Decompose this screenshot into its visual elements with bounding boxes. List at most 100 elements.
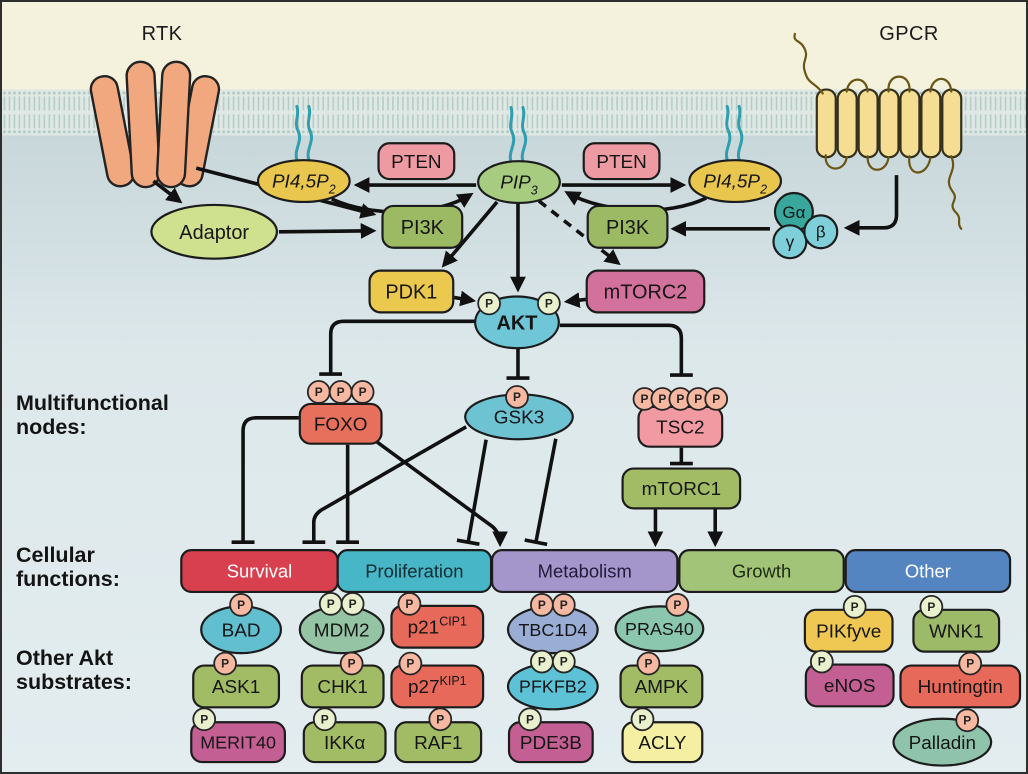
- phosphate-label: P: [644, 657, 652, 671]
- node-enos-label: eNOS: [824, 676, 876, 697]
- gpcr-helix: [836, 88, 858, 159]
- function-proliferation: Proliferation: [336, 549, 493, 594]
- node-pten-left-label: PTEN: [391, 152, 441, 173]
- phosphate-icon: [665, 593, 690, 617]
- node-ikk-alpha-shape: [302, 721, 387, 764]
- node-mtorc2: mTORC2: [585, 269, 706, 314]
- node-tsc2-label: TSC2: [656, 417, 704, 438]
- node-pten-right-shape: [582, 142, 661, 181]
- node-pip3-shape: [477, 160, 561, 205]
- node-pip3-label: PIP3: [500, 173, 538, 198]
- gpcr-loop: [908, 155, 932, 174]
- phosphate-icon: [537, 291, 561, 316]
- phosphate-icon: [477, 291, 501, 316]
- node-pfkfb2-label: PFKFB2: [519, 677, 587, 697]
- node-pras40-label: PRAS40: [625, 619, 694, 639]
- lipid-tail: [724, 104, 732, 164]
- phosphate-icon: [809, 649, 834, 674]
- phosphate-icon: [505, 385, 529, 409]
- node-pi45p2-right-shape: [688, 159, 783, 204]
- node-pdk1-shape: [368, 269, 455, 314]
- node-pi45p2-right: PI4,5P2: [688, 159, 783, 204]
- row-label-line: functions:: [16, 566, 120, 591]
- node-adaptor-label: Adaptor: [179, 222, 249, 244]
- phosphate-label: P: [348, 657, 356, 671]
- node-g-gamma-shape: [772, 224, 808, 260]
- function-survival-label: Survival: [227, 561, 293, 582]
- node-ampk: P AMPK: [619, 651, 704, 709]
- node-pi45p2-left: PI4,5P2: [256, 159, 351, 204]
- node-pi3k-right-label: PI3K: [606, 217, 650, 239]
- node-tbc1d4-label: TBC1D4: [518, 620, 587, 640]
- node-palladin-label: Palladin: [909, 733, 976, 754]
- phosphate-label: P: [560, 598, 568, 612]
- node-pten-right: PTEN: [582, 142, 661, 181]
- node-adaptor-shape: [150, 203, 279, 260]
- edge-foxo-to-metabolism: [371, 437, 508, 548]
- gpcr-loop: [947, 155, 963, 230]
- phosphate-label: P: [641, 392, 649, 406]
- gpcr-loop: [929, 77, 953, 93]
- node-p21cip1-shape: [390, 604, 485, 649]
- node-mtorc2-shape: [585, 269, 706, 314]
- node-ask1-label: ASK1: [212, 677, 260, 698]
- node-pi45p2-left-label: PI4,5P2: [272, 172, 336, 197]
- phosphate-icon: [842, 595, 867, 619]
- lipid-tails: [294, 104, 744, 166]
- phosphate-label: P: [200, 712, 208, 726]
- node-ikk-alpha: P IKKα: [302, 707, 387, 764]
- node-akt-label: AKT: [497, 312, 538, 334]
- phosphate-label: P: [315, 385, 323, 399]
- edge-rtk-to-adaptor: [152, 179, 183, 204]
- gpcr-loops: [793, 32, 963, 230]
- gpcr-helix: [920, 88, 942, 159]
- node-huntingtin-label: Huntingtin: [918, 677, 1003, 698]
- node-pikfyve-label: PIKfyve: [816, 621, 881, 642]
- gpcr-helix: [857, 88, 879, 159]
- gpcr-loop: [887, 75, 911, 93]
- node-adaptor: Adaptor: [150, 203, 279, 260]
- node-gsk3-label: GSK3: [494, 407, 544, 428]
- node-merit40-label: MERIT40: [200, 732, 276, 752]
- row-label-line: Multifunctional: [16, 391, 169, 415]
- node-pi45p2-left-shape: [256, 159, 351, 204]
- gpcr-loop: [845, 78, 869, 93]
- node-ampk-label: AMPK: [635, 677, 689, 698]
- edge-gsk3-to-metabolism: [524, 438, 558, 547]
- node-pip3: PIP3: [477, 160, 561, 205]
- node-g-gamma: γ: [772, 224, 808, 260]
- function-metabolism-shape: [490, 549, 679, 594]
- row-label-line: Cellular: [16, 543, 95, 567]
- row-label-other-akt-substrates: Other Akt substrates:: [16, 646, 132, 694]
- rtk-subunit: [89, 75, 136, 188]
- rtk-receptor-label: RTK: [141, 23, 183, 45]
- phosphate-label: P: [694, 392, 702, 406]
- node-p27kip1-label: p27KIP1: [408, 674, 467, 698]
- row-label-line: Other Akt: [16, 646, 114, 670]
- edge-gsk3-to-proliferation: [456, 439, 488, 546]
- rtk-subunit: [125, 60, 161, 189]
- node-g-alpha-label: Gα: [782, 203, 805, 222]
- phosphate-label: P: [927, 600, 935, 614]
- edge-gsk3-to-survival: [302, 425, 468, 545]
- node-g-beta: β: [803, 214, 839, 250]
- phosphate-label: P: [513, 390, 521, 404]
- node-ikk-alpha-label: IKKα: [324, 733, 366, 754]
- phosphate-icon: [339, 651, 364, 676]
- phosphate-label: P: [321, 712, 329, 726]
- lipid-tail: [520, 105, 528, 166]
- phosphate-icon: [312, 707, 337, 732]
- row-label-cellular-functions: Cellular functions:: [16, 543, 120, 591]
